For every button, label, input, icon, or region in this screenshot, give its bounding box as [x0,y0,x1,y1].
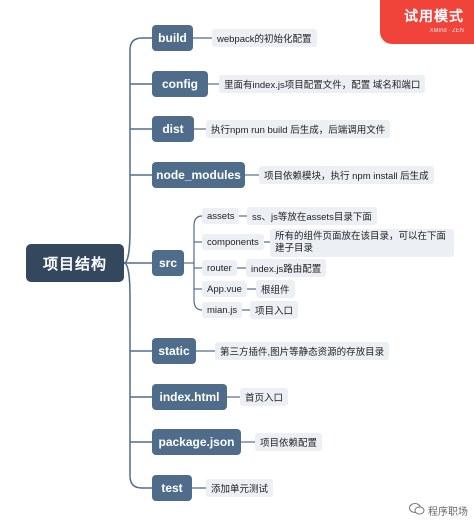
note-index-html[interactable]: 首页入口 [240,388,289,406]
trial-mode-badge: 试用模式 XMind · ZEN [380,0,474,44]
note-config[interactable]: 里面有index.js项目配置文件，配置 域名和端口 [219,75,426,93]
note-assets[interactable]: ss、js等放在assets目录下面 [247,207,377,225]
wechat-icon [409,503,425,518]
src-components[interactable]: components [202,234,264,250]
branch-config[interactable]: config [152,71,208,97]
note-build[interactable]: webpack的初始化配置 [212,29,317,47]
note-test[interactable]: 添加单元测试 [206,479,274,497]
branch-static[interactable]: static [152,338,196,364]
watermark-text: 程序职场 [428,507,468,518]
note-components[interactable]: 所有的组件页面放在该目录，可以在下面建子目录 [270,229,454,257]
branch-build[interactable]: build [152,25,193,51]
branch-package-json[interactable]: package.json [152,429,241,455]
src-mian-js[interactable]: mian.js [202,302,243,318]
src-router[interactable]: router [202,260,237,276]
note-router[interactable]: index.js路由配置 [246,259,327,277]
note-node-modules[interactable]: 项目依赖模块，执行 npm install 后生成 [259,166,434,184]
trial-mode-title: 试用模式 [404,8,464,24]
note-mian-js[interactable]: 项目入口 [250,301,299,319]
note-static[interactable]: 第三方插件,图片等静态资源的存放目录 [215,342,390,360]
branch-src[interactable]: src [152,250,184,276]
note-package-json[interactable]: 项目依赖配置 [255,433,323,451]
branch-test[interactable]: test [152,475,192,501]
branch-dist[interactable]: dist [152,116,194,142]
note-app-vue[interactable]: 根组件 [256,280,295,298]
watermark: 程序职场 [409,503,468,518]
branch-index-html[interactable]: index.html [152,384,227,410]
src-assets[interactable]: assets [202,208,240,224]
src-app-vue[interactable]: App.vue [202,281,247,297]
root-node[interactable]: 项目结构 [26,244,124,282]
note-dist[interactable]: 执行npm run build 后生成，后端调用文件 [206,120,391,138]
branch-node-modules[interactable]: node_modules [152,162,245,188]
trial-mode-subtitle: XMind · ZEN [429,28,464,34]
